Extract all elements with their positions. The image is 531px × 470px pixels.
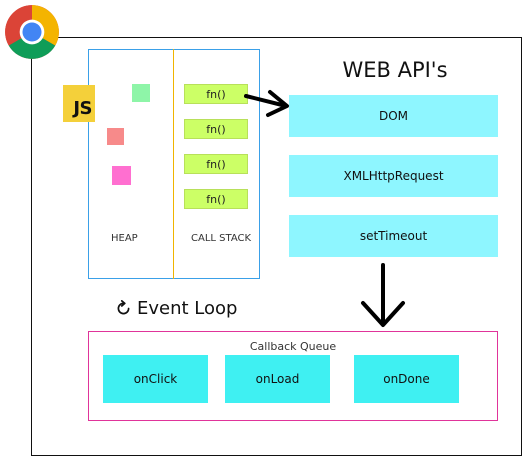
web-api-dom: DOM (289, 95, 498, 137)
js-logo: JS (63, 85, 95, 122)
browser-window-frame (31, 37, 522, 456)
heap-label: HEAP (111, 233, 138, 244)
call-stack-label: CALL STACK (191, 233, 252, 244)
js-engine-box (88, 49, 260, 279)
chrome-logo-icon (5, 5, 59, 59)
call-stack-frame: fn() (184, 154, 248, 174)
callback-onload: onLoad (225, 355, 330, 403)
callback-queue-box (88, 331, 498, 421)
heap-object (107, 128, 124, 145)
event-loop-label: Event Loop (137, 298, 238, 319)
arrow-stack-to-webapi (244, 90, 289, 117)
heap-object (132, 84, 150, 102)
arrow-webapi-to-queue (361, 263, 405, 327)
heap-object (112, 166, 131, 185)
call-stack-frame: fn() (184, 84, 248, 104)
heap-stack-divider (173, 49, 174, 279)
call-stack-frame: fn() (184, 119, 248, 139)
refresh-loop-icon (117, 300, 130, 315)
call-stack-frame: fn() (184, 189, 248, 209)
event-loop: Event Loop (115, 298, 237, 319)
callback-onclick: onClick (103, 355, 208, 403)
callback-ondone: onDone (354, 355, 459, 403)
web-api-settimeout: setTimeout (289, 215, 498, 257)
web-apis-title: WEB API's (342, 58, 448, 82)
callback-queue-title: Callback Queue (249, 340, 337, 353)
web-api-xmlhttprequest: XMLHttpRequest (289, 155, 498, 197)
